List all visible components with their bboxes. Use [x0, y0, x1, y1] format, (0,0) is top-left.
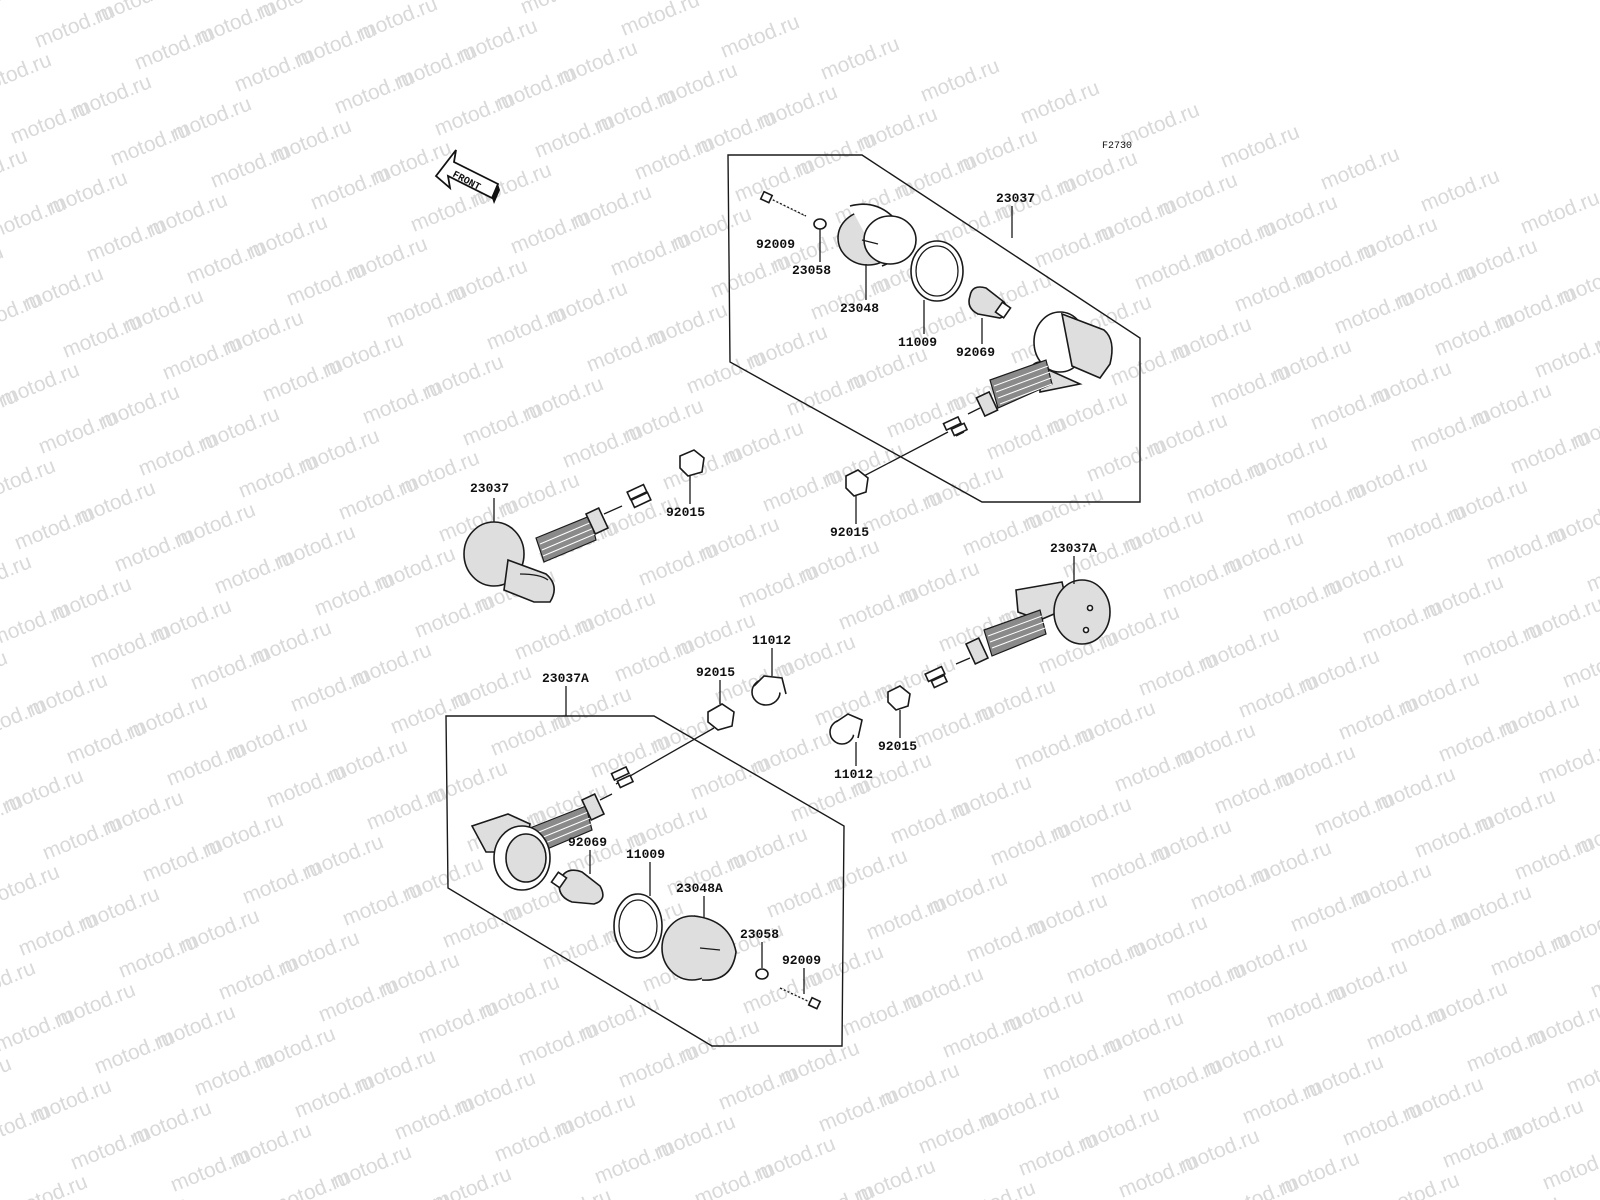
wire-connector-top [942, 415, 969, 437]
label-23037-left: 23037 [470, 481, 509, 496]
wire-connector-left [626, 483, 652, 509]
label-11009-top: 11009 [898, 335, 937, 350]
label-92069-bottom: 92069 [568, 835, 607, 850]
bolt-92009-top [759, 190, 807, 217]
leader-wire-top [859, 431, 949, 479]
label-92069-top: 92069 [956, 345, 995, 360]
bolt-92009-bottom [779, 987, 822, 1010]
label-92009-top: 92009 [756, 237, 795, 252]
figure-code: F2730 [1102, 141, 1132, 152]
nut-92015-lower [887, 685, 911, 711]
bulb-92069-top [968, 286, 1012, 319]
stalk-top [967, 359, 1053, 418]
stalk-right [955, 609, 1047, 665]
bulb-92069-bottom [550, 869, 604, 905]
label-92015-left: 92015 [666, 505, 705, 520]
label-92015-mid-right: 92015 [830, 525, 869, 540]
stalk-left [535, 505, 623, 563]
label-23048A-bottom: 23048A [676, 881, 723, 896]
housing-23037A-bottom [470, 813, 551, 891]
label-92009-bottom: 92009 [782, 953, 821, 968]
label-11009-bottom: 11009 [626, 847, 665, 862]
label-23058-top: 23058 [792, 263, 831, 278]
lens-23048A-bottom [661, 915, 737, 981]
nut-92015-small [707, 703, 735, 731]
gasket-11009-bottom [613, 893, 663, 959]
wire-connector-right [924, 665, 949, 689]
grommet-11012-lower [829, 713, 863, 745]
label-23037A-bottom: 23037A [542, 671, 589, 686]
washer-23058-top [813, 218, 827, 230]
top-assembly-frame [727, 154, 1141, 503]
nut-92015-top [845, 469, 869, 497]
leader-wire-bottom [615, 727, 715, 785]
label-23048-top: 23048 [840, 301, 879, 316]
housing-23037-top [1031, 311, 1113, 393]
front-arrow-icon: FRONT [434, 149, 500, 204]
wire-connector-bottom [610, 765, 635, 789]
nut-92015-left [679, 449, 705, 477]
housing-23037A-right [1015, 579, 1111, 645]
label-23058-bottom: 23058 [740, 927, 779, 942]
bottom-assembly-frame [445, 715, 845, 1047]
lens-23048-top [837, 203, 917, 267]
label-11012-upper: 11012 [752, 633, 791, 648]
label-11012-lower: 11012 [834, 767, 873, 782]
label-23037A-right: 23037A [1050, 541, 1097, 556]
label-23037-top: 23037 [996, 191, 1035, 206]
grommet-11012-upper [751, 675, 787, 706]
label-92015-small: 92015 [696, 665, 735, 680]
washer-23058-bottom [755, 968, 769, 980]
housing-23037-left [463, 521, 555, 603]
gasket-11009-top [910, 240, 964, 302]
label-92015-lower: 92015 [878, 739, 917, 754]
